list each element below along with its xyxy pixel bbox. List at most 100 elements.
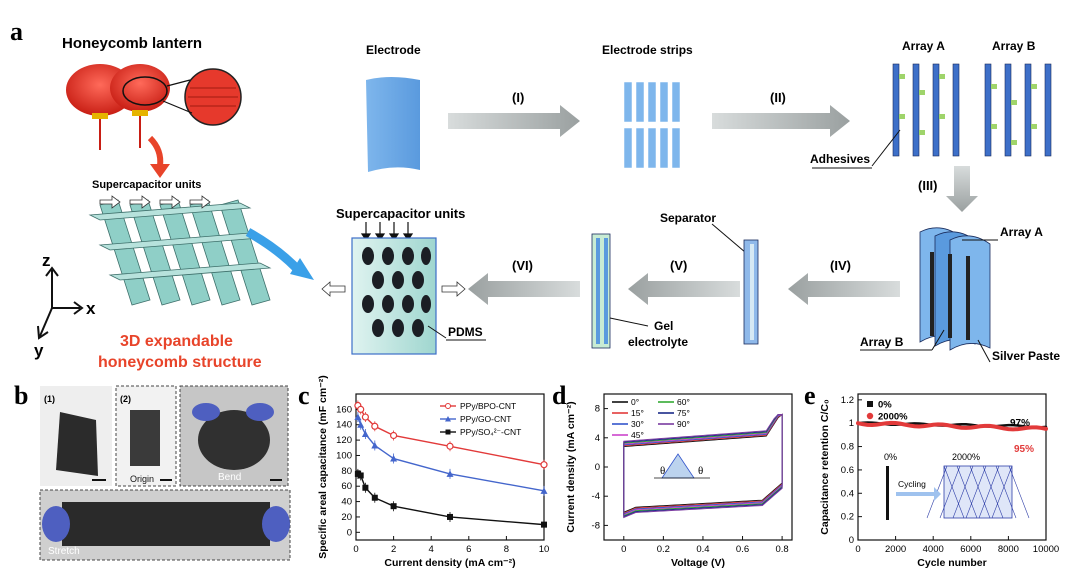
x-tick-label: 4000 xyxy=(923,544,944,555)
data-point xyxy=(540,461,548,469)
y-axis-label: Capacitance retention C/C₀ xyxy=(819,399,831,535)
legend-label-0: 0% xyxy=(878,400,892,411)
lantern-title: Honeycomb lantern xyxy=(62,35,202,52)
legend-marker-2 xyxy=(445,429,451,435)
glove-left xyxy=(192,403,220,421)
y-tick-label: -8 xyxy=(592,520,600,531)
retention-series-1 xyxy=(856,420,1048,432)
honeycomb-device xyxy=(351,237,437,355)
cv-loop-0 xyxy=(623,413,783,514)
data-point xyxy=(371,422,379,430)
bend-sample xyxy=(198,410,270,470)
inset-theta-right: θ xyxy=(698,465,703,477)
data-point xyxy=(354,413,362,421)
step-label-2: (II) xyxy=(770,90,786,105)
data-point xyxy=(371,441,379,449)
x-tick-label: 6 xyxy=(466,544,471,555)
inset-expanded-mesh xyxy=(943,465,1013,519)
step-arrow-3 xyxy=(946,166,978,212)
y-tick-label: 0.8 xyxy=(841,442,854,453)
x-tick-label: 2000 xyxy=(885,544,906,555)
axis-x-label: x xyxy=(86,299,96,318)
photo-2-tag: (2) xyxy=(120,394,131,404)
step-arrow-5 xyxy=(628,273,740,305)
y-tick-label: 100 xyxy=(336,450,352,461)
expand-right-arrow-icon xyxy=(441,281,466,297)
x-tick-label: 0.6 xyxy=(736,544,749,555)
y-tick-label: 1.2 xyxy=(841,395,854,406)
separator-label: Separator xyxy=(660,211,716,225)
legend-label-2: 30° xyxy=(631,419,644,429)
y-tick-label: 140 xyxy=(336,420,352,431)
unit-arrows xyxy=(99,195,211,209)
step-arrow-4 xyxy=(788,273,900,305)
mesh-line xyxy=(943,465,965,519)
xyz-axes-icon xyxy=(37,266,84,340)
y-tick-label: 80 xyxy=(341,466,352,477)
step-arrow-1 xyxy=(448,105,580,137)
panel-letter-e: e xyxy=(804,381,816,410)
legend-label-1: 15° xyxy=(631,408,644,418)
legend-label-1: 2000% xyxy=(878,412,908,423)
step-label-3: (III) xyxy=(918,178,938,193)
step-arrow-6 xyxy=(468,273,580,305)
mesh-line xyxy=(978,465,1000,519)
gel-label-line1: Gel xyxy=(654,319,673,333)
array-b-illustration xyxy=(984,63,1052,157)
annotation-97: 97% xyxy=(1010,418,1030,429)
y-tick-label: 0 xyxy=(347,527,352,538)
annotation-95: 95% xyxy=(1014,444,1034,455)
y-tick-label: 0.4 xyxy=(841,488,854,499)
cv-loop-1 xyxy=(623,413,783,514)
y-tick-label: 20 xyxy=(341,512,352,523)
y-tick-label: 120 xyxy=(336,435,352,446)
x-axis-label: Voltage (V) xyxy=(671,557,725,569)
x-tick-label: 8 xyxy=(504,544,509,555)
y-tick-label: 160 xyxy=(336,404,352,415)
step-label-5: (V) xyxy=(670,258,687,273)
cv-loop-6 xyxy=(623,413,783,519)
mesh-line xyxy=(991,465,1013,519)
data-point xyxy=(540,487,548,494)
silver-paste-label: Silver Paste xyxy=(992,349,1060,363)
legend-label-3: 45° xyxy=(631,430,644,440)
inset-label-left: 0% xyxy=(884,452,897,462)
panel-letter-a: a xyxy=(10,17,23,46)
units-label-2: Supercapacitor units xyxy=(336,206,465,221)
x-tick-label: 0.2 xyxy=(657,544,670,555)
legend-marker-0 xyxy=(867,401,873,407)
honeycomb-mesh xyxy=(88,199,272,306)
legend-marker-0 xyxy=(445,403,451,409)
y-tick-label: 4 xyxy=(595,433,600,444)
electrode-strips-label: Electrode strips xyxy=(602,43,693,57)
axis-z-label: z xyxy=(42,251,51,270)
data-point xyxy=(390,503,397,510)
cycling-label: Cycling xyxy=(898,479,926,489)
panel-letter-d: d xyxy=(552,381,567,410)
gel-label-line2: electrolyte xyxy=(628,335,688,349)
data-point xyxy=(357,472,364,479)
data-point xyxy=(371,494,378,501)
expand-left-arrow-icon xyxy=(321,281,346,297)
array-b-label-top: Array B xyxy=(992,39,1036,53)
inset-strip-original xyxy=(886,466,889,520)
y-tick-label: 40 xyxy=(341,497,352,508)
data-point xyxy=(361,430,369,437)
mesh-line xyxy=(939,465,961,519)
y-tick-label: 60 xyxy=(341,481,352,492)
data-point xyxy=(357,405,365,413)
x-tick-label: 10000 xyxy=(1033,544,1059,555)
step-label-1: (I) xyxy=(512,90,524,105)
adhesives-label: Adhesives xyxy=(810,152,870,166)
adhesive-dots xyxy=(899,74,1037,145)
mesh-line xyxy=(956,465,978,519)
data-point xyxy=(446,442,454,450)
electrode-strips xyxy=(623,81,681,169)
mesh-line xyxy=(969,465,991,519)
x-axis-label: Current density (mA cm⁻²) xyxy=(384,557,515,569)
axis-y-label: y xyxy=(34,341,44,360)
panel-letter-b: b xyxy=(14,381,28,410)
